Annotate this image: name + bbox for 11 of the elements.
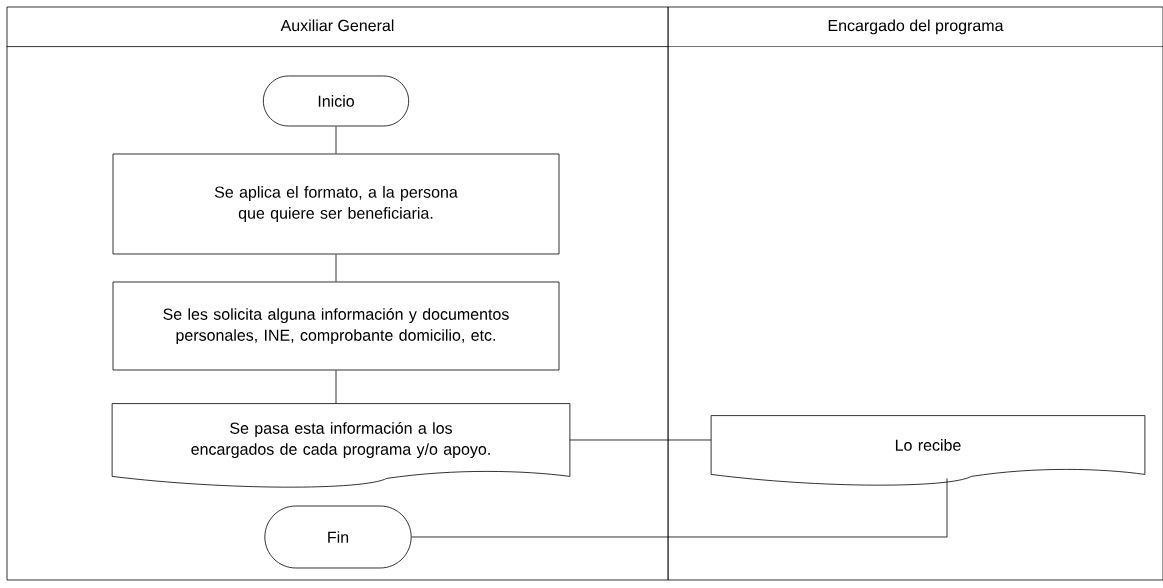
document-shape: Se pasa esta información a los encargados de cada programa y/o apoyo.	[111, 403, 571, 488]
terminator: Fin	[264, 505, 412, 569]
process-box: Se aplica el formato, a la persona que quiere ser beneficiaria.	[112, 153, 560, 255]
document-shape: Lo recibe	[710, 415, 1146, 486]
connector-line	[569, 439, 712, 441]
connector-line	[411, 478, 948, 538]
terminator: Inicio	[262, 75, 410, 127]
connector-line	[335, 254, 337, 282]
connector-line	[335, 126, 337, 154]
process-box: Se les solicita alguna información y documentos personales, INE, comprobante domicilio, etc.	[112, 281, 560, 371]
connector-line	[335, 370, 337, 404]
